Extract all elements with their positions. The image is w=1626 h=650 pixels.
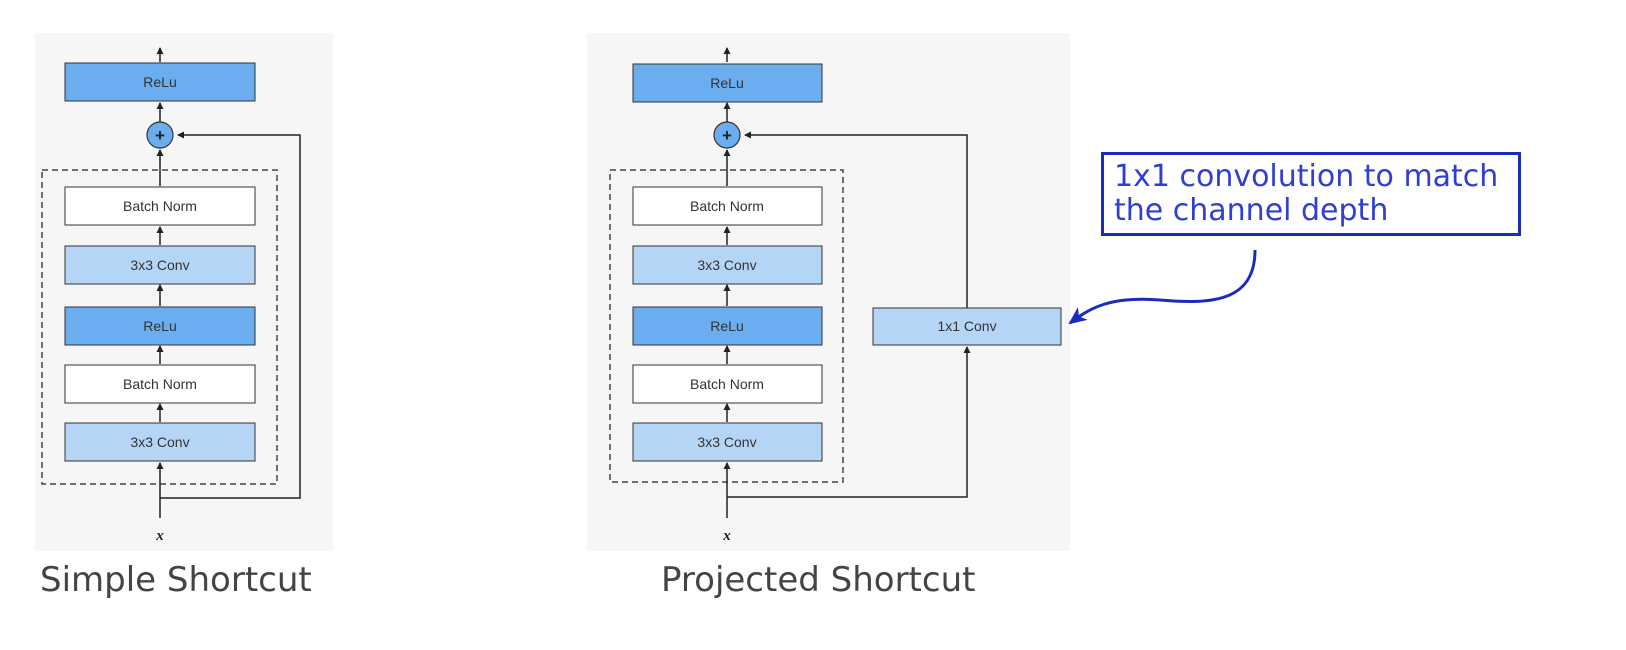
svg-text:+: + <box>722 126 732 145</box>
svg-text:3x3 Conv: 3x3 Conv <box>697 434 756 450</box>
svg-text:Batch Norm: Batch Norm <box>690 376 764 392</box>
batch-norm-block: Batch Norm <box>632 364 823 404</box>
conv-3x3-block: 3x3 Conv <box>64 422 256 462</box>
svg-text:ReLu: ReLu <box>143 74 176 90</box>
relu-block: ReLu <box>64 306 256 346</box>
relu-output-block: ReLu <box>64 62 256 102</box>
simple-shortcut-panel <box>35 33 333 551</box>
projected-shortcut-diagram: ReLu + Batch Norm 3x3 Conv ReLu Batch No… <box>609 47 1062 544</box>
svg-text:+: + <box>155 126 165 145</box>
annotation-callout: 1x1 convolution to match the channel dep… <box>1101 152 1521 236</box>
projection-output-path <box>744 131 968 308</box>
batch-norm-block: Batch Norm <box>64 186 256 226</box>
callout-arrow <box>1068 249 1257 325</box>
svg-text:3x3 Conv: 3x3 Conv <box>130 434 189 450</box>
conv-3x3-block: 3x3 Conv <box>632 245 823 285</box>
projection-input-path <box>727 346 971 498</box>
conv-1x1-projection-block: 1x1 Conv <box>872 307 1062 346</box>
annotation-line-2: the channel depth <box>1114 193 1389 228</box>
add-node: + <box>713 121 741 149</box>
svg-text:ReLu: ReLu <box>710 318 743 334</box>
svg-text:ReLu: ReLu <box>710 75 743 91</box>
projected-shortcut-panel <box>587 33 1070 551</box>
annotation-line-1: 1x1 convolution to match <box>1114 159 1499 194</box>
conv-3x3-block: 3x3 Conv <box>64 245 256 285</box>
svg-text:ReLu: ReLu <box>143 318 176 334</box>
simple-shortcut-caption: Simple Shortcut <box>40 560 312 600</box>
svg-text:1x1 Conv: 1x1 Conv <box>937 318 996 334</box>
svg-text:Batch Norm: Batch Norm <box>690 198 764 214</box>
input-x-label: x <box>722 528 731 544</box>
batch-norm-block: Batch Norm <box>64 364 256 404</box>
residual-block-dashed-box <box>41 169 278 485</box>
add-node: + <box>146 121 174 149</box>
projected-shortcut-caption: Projected Shortcut <box>661 560 976 600</box>
svg-text:3x3 Conv: 3x3 Conv <box>130 257 189 273</box>
conv-3x3-block: 3x3 Conv <box>632 422 823 462</box>
svg-text:Batch Norm: Batch Norm <box>123 376 197 392</box>
simple-shortcut-diagram: ReLu + Batch Norm 3x3 Conv ReLu Batch No… <box>41 47 301 544</box>
svg-text:Batch Norm: Batch Norm <box>123 198 197 214</box>
batch-norm-block: Batch Norm <box>632 186 823 226</box>
relu-output-block: ReLu <box>632 63 823 103</box>
relu-block: ReLu <box>632 306 823 346</box>
input-x-label: x <box>155 528 164 544</box>
skip-connection <box>160 131 301 499</box>
svg-text:3x3 Conv: 3x3 Conv <box>697 257 756 273</box>
